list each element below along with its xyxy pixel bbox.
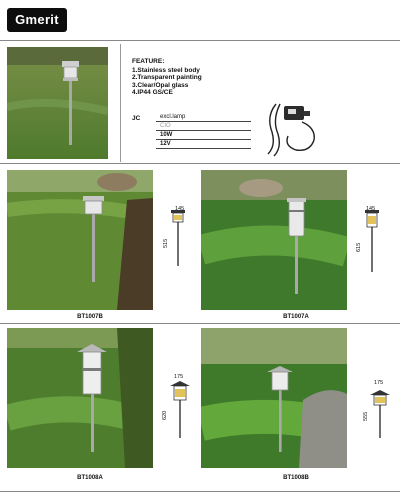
dim-width: 175: [374, 380, 384, 386]
product-photo: [201, 170, 347, 310]
product-photo: [7, 170, 153, 310]
spec-label: JC: [132, 115, 141, 122]
product-photo: [201, 328, 347, 468]
spec-glass: CIO: [160, 123, 171, 129]
dim-height: 555: [363, 411, 369, 421]
spec-rule: [156, 148, 251, 149]
feature-item: 4.IP44 GS/CE: [132, 89, 173, 97]
feature-item: 1.Stainless steel body: [132, 66, 200, 74]
spec-watt: 10W: [160, 132, 173, 138]
spec-volt: 12V: [160, 141, 171, 147]
transformer-image: [262, 96, 324, 158]
brand-logo: Gmerit: [7, 8, 67, 32]
hero-photo: [7, 47, 108, 159]
spec-lamp: excl.lamp: [160, 114, 186, 120]
feature-item: 3.Clear/Opal glass: [132, 81, 189, 89]
feature-list: FEATURE: 1.Stainless steel body 2.Transp…: [132, 58, 202, 97]
spec-rule: [156, 121, 251, 122]
product-code: BT1007A: [283, 314, 309, 320]
feature-heading: FEATURE:: [132, 58, 165, 65]
footer-rule: [0, 491, 400, 492]
header-rule: [0, 40, 400, 41]
dim-height: 620: [162, 410, 168, 420]
spec-rule: [156, 130, 251, 131]
product-code: BT1008B: [283, 475, 309, 481]
product-drawing: [368, 388, 392, 438]
dim-height: 615: [356, 242, 362, 252]
section-rule: [0, 163, 400, 164]
dim-width: 145: [175, 206, 185, 212]
dim-width: 175: [174, 374, 184, 380]
product-drawing: [168, 378, 192, 438]
divider: [120, 44, 121, 162]
feature-item: 2.Transparent painting: [132, 74, 202, 82]
product-photo: [7, 328, 153, 468]
product-code: BT1007B: [77, 314, 103, 320]
dim-height: 515: [163, 238, 169, 248]
dim-width: 145: [366, 206, 376, 212]
section-rule: [0, 323, 400, 324]
spec-rule: [156, 139, 251, 140]
product-code: BT1008A: [77, 475, 103, 481]
product-drawing: [362, 206, 382, 272]
product-drawing: [168, 206, 188, 266]
